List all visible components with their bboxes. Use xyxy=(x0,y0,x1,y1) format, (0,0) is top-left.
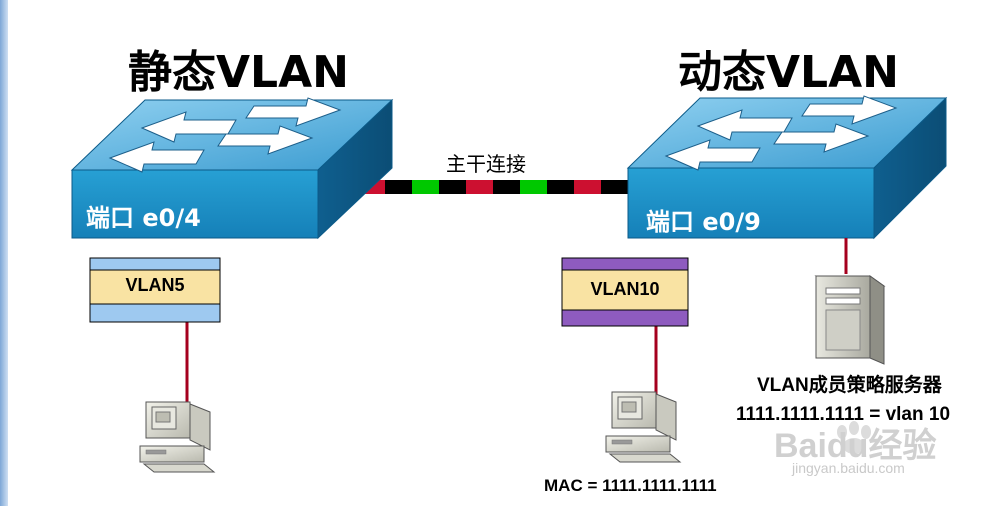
left-switch-front xyxy=(71,169,319,239)
left-switch xyxy=(70,97,394,240)
trunk-segment xyxy=(412,180,439,194)
left-switch-arrows-icon xyxy=(108,97,342,173)
trunk-segment xyxy=(547,180,574,194)
watermark-brand: Baidu经验 xyxy=(774,427,937,465)
right-vlan-box xyxy=(561,269,689,311)
server-title: VLAN成员策略服务器 xyxy=(757,375,942,396)
right-switch-arrows-icon xyxy=(664,95,898,171)
right-switch-front xyxy=(627,167,875,239)
trunk-link xyxy=(358,180,628,194)
left-vlan-box xyxy=(89,269,221,305)
trunk-segment xyxy=(439,180,466,194)
right-vlan-bottom-band xyxy=(561,309,689,327)
right-vlan-label: VLAN10 xyxy=(590,279,660,299)
right-vlan-top-band xyxy=(561,257,689,271)
trunk-segment xyxy=(493,180,520,194)
baidu-paw-logo xyxy=(837,421,871,454)
window-edge xyxy=(0,0,8,506)
right-switch xyxy=(626,95,948,240)
host-mac-label: MAC = 1111.1111.1111 xyxy=(544,476,717,495)
left-vlan-bottom-band xyxy=(89,303,221,323)
server-mapping: 1111.1111.1111 = vlan 10 xyxy=(736,404,951,425)
watermark-url: jingyan.baidu.com xyxy=(792,460,905,476)
dynamic-vlan-title: 动态VLAN xyxy=(678,47,899,98)
left-vlan-top-band xyxy=(89,257,221,271)
trunk-segment xyxy=(520,180,547,194)
server-icon xyxy=(814,275,886,365)
trunk-label: 主干连接 xyxy=(446,152,526,176)
right-port-label: 端口 e0/9 xyxy=(646,208,761,236)
static-vlan-title: 静态VLAN xyxy=(128,47,349,98)
left-switch-side xyxy=(317,98,393,240)
left-computer-icon xyxy=(139,401,216,473)
trunk-segment xyxy=(385,180,412,194)
right-switch-side xyxy=(873,96,947,240)
left-vlan-label: VLAN5 xyxy=(125,275,185,295)
trunk-segment xyxy=(466,180,493,194)
right-computer-icon xyxy=(605,391,682,463)
trunk-segment xyxy=(601,180,628,194)
trunk-segment xyxy=(574,180,601,194)
left-port-label: 端口 e0/4 xyxy=(86,204,201,232)
